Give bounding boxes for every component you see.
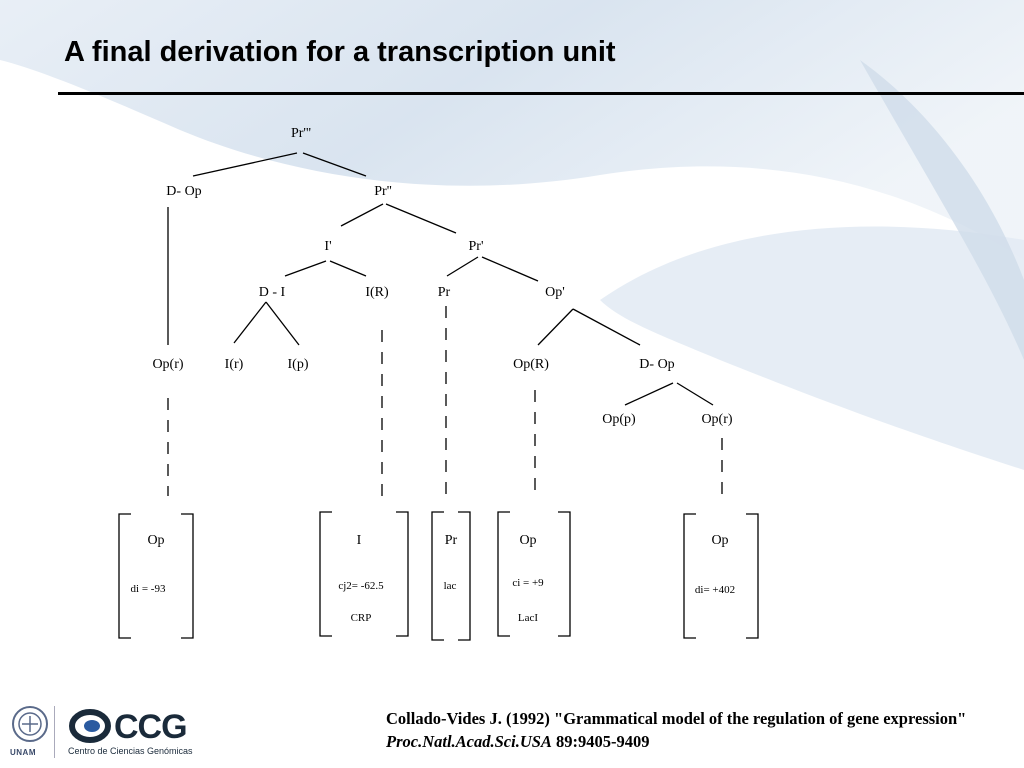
box-head: Op xyxy=(147,533,164,548)
feature-brackets xyxy=(118,511,759,641)
node-op-r-left: Op(r) xyxy=(152,357,183,372)
node-i-prime: I' xyxy=(324,239,331,254)
feature-box-pr: Pr lac xyxy=(444,533,458,592)
node-op-capital-r: Op(R) xyxy=(513,357,549,372)
box-head: Pr xyxy=(445,533,458,548)
citation-journal: Proc.Natl.Acad.Sci.USA xyxy=(386,732,552,751)
feature-box-i: I cj2= -62.5 CRP xyxy=(338,533,384,624)
unam-seal-icon xyxy=(12,706,48,742)
node-d-op-right: D- Op xyxy=(639,357,674,372)
node-i-p: I(p) xyxy=(288,357,309,372)
box-head: Op xyxy=(711,533,728,548)
node-op-r-right: Op(r) xyxy=(701,412,732,427)
box-head: Op xyxy=(519,533,536,548)
node-op-prime: Op' xyxy=(545,285,565,300)
node-pr-triple-prime: Pr''' xyxy=(291,126,311,141)
box-value: ci = +9 xyxy=(512,577,544,589)
node-pr: Pr xyxy=(438,285,451,300)
ccg-subtitle: Centro de Ciencias Genómicas xyxy=(68,746,193,756)
box-value: cj2= -62.5 xyxy=(338,580,384,592)
feature-box-op-1: Op di = -93 xyxy=(131,533,166,595)
citation-ref: 89:9405-9409 xyxy=(556,732,650,751)
box-value: di = -93 xyxy=(131,583,166,595)
unam-label: UNAM xyxy=(10,748,36,757)
node-pr-prime: Pr' xyxy=(469,239,484,254)
institution-logos: UNAM CCG Centro de Ciencias Genómicas xyxy=(8,704,208,764)
box-value: lac xyxy=(444,580,457,592)
title-rule xyxy=(58,92,1024,95)
tree-edges xyxy=(167,152,714,406)
box-value: di= +402 xyxy=(695,584,735,596)
ccg-label: CCG xyxy=(114,708,188,746)
feature-box-op-2: Op ci = +9 LacI xyxy=(512,533,544,624)
citation: Collado-Vides J. (1992) "Grammatical mod… xyxy=(386,707,1006,753)
node-d-i: D - I xyxy=(259,285,286,300)
node-i-r: I(r) xyxy=(225,357,244,372)
node-i-capital-r: I(R) xyxy=(365,285,389,300)
node-op-p: Op(p) xyxy=(602,412,636,427)
slide-title: A final derivation for a transcription u… xyxy=(64,36,616,68)
dashed-links xyxy=(167,306,723,502)
node-d-op-top: D- Op xyxy=(166,184,201,199)
logo-divider xyxy=(54,706,55,758)
box-head: I xyxy=(357,533,362,548)
box-protein: LacI xyxy=(518,612,538,624)
box-protein: CRP xyxy=(351,612,372,624)
feature-box-op-3: Op di= +402 xyxy=(695,533,735,596)
citation-text: Collado-Vides J. (1992) "Grammatical mod… xyxy=(386,709,967,728)
ccg-swirl-icon xyxy=(69,709,111,743)
node-pr-double-prime: Pr'' xyxy=(374,184,392,199)
